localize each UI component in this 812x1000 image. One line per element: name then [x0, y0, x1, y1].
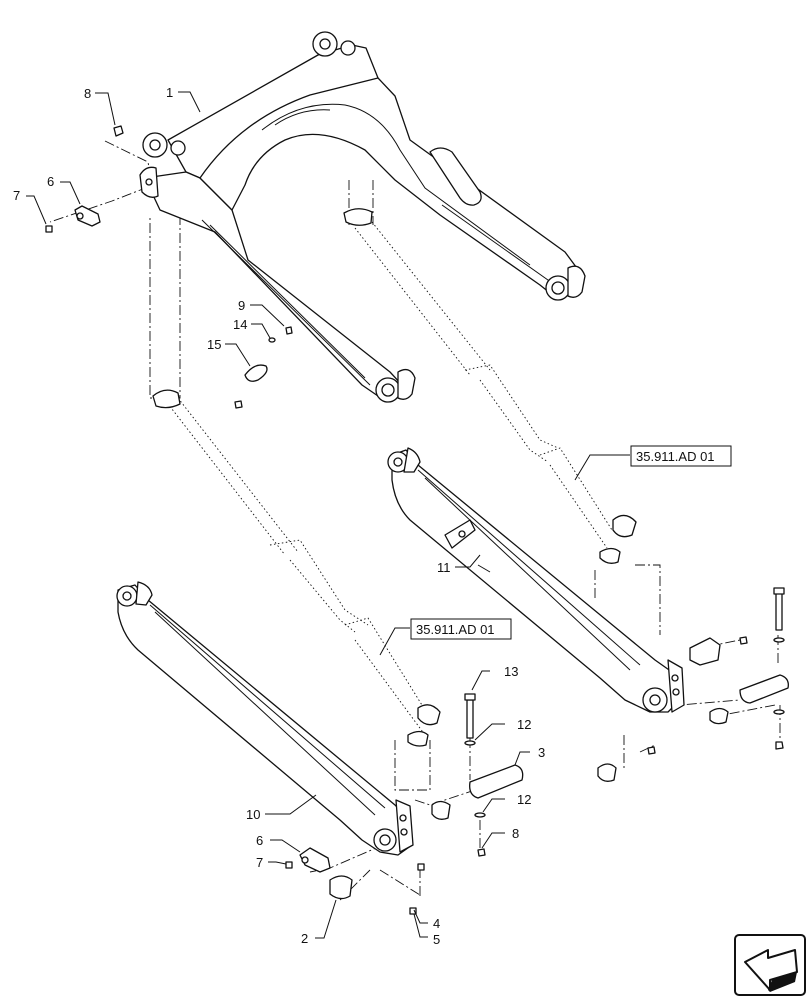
left-lift-arm — [116, 581, 414, 856]
reference-label-lower: 35.911.AD 01 — [416, 622, 495, 637]
callout-6: 6 — [47, 174, 54, 189]
callout-5: 5 — [433, 932, 440, 947]
next-page-arrow-icon[interactable] — [734, 934, 806, 996]
right-cylinder — [343, 208, 637, 564]
callout-12: 12 — [517, 717, 531, 732]
callout-7: 7 — [256, 855, 263, 870]
callout-14: 14 — [233, 317, 247, 332]
callout-8: 8 — [512, 826, 519, 841]
callout-2: 2 — [301, 931, 308, 946]
callout-11: 11 — [437, 560, 451, 575]
callout-8: 8 — [84, 86, 91, 101]
left-cylinder — [152, 389, 441, 747]
reference-box-lower[interactable]: 35.911.AD 01 — [410, 618, 512, 640]
callout-4: 4 — [433, 916, 440, 931]
callout-6: 6 — [256, 833, 263, 848]
callout-15: 15 — [207, 337, 221, 352]
callout-10: 10 — [246, 807, 260, 822]
reference-label-upper: 35.911.AD 01 — [636, 449, 715, 464]
callout-9: 9 — [238, 298, 245, 313]
callout-1: 1 — [166, 85, 173, 100]
callout-13: 13 — [504, 664, 518, 679]
loader-frame — [139, 31, 586, 403]
callout-7: 7 — [13, 188, 20, 203]
callout-3: 3 — [538, 745, 545, 760]
right-lift-arm — [387, 447, 685, 713]
leader-lines — [26, 91, 630, 939]
callout-labels: 1 8 6 7 9 14 15 11 13 12 3 12 8 10 6 7 2… — [13, 85, 545, 947]
hardware — [45, 125, 789, 915]
callout-12: 12 — [517, 792, 531, 807]
reference-box-upper[interactable]: 35.911.AD 01 — [630, 445, 732, 467]
